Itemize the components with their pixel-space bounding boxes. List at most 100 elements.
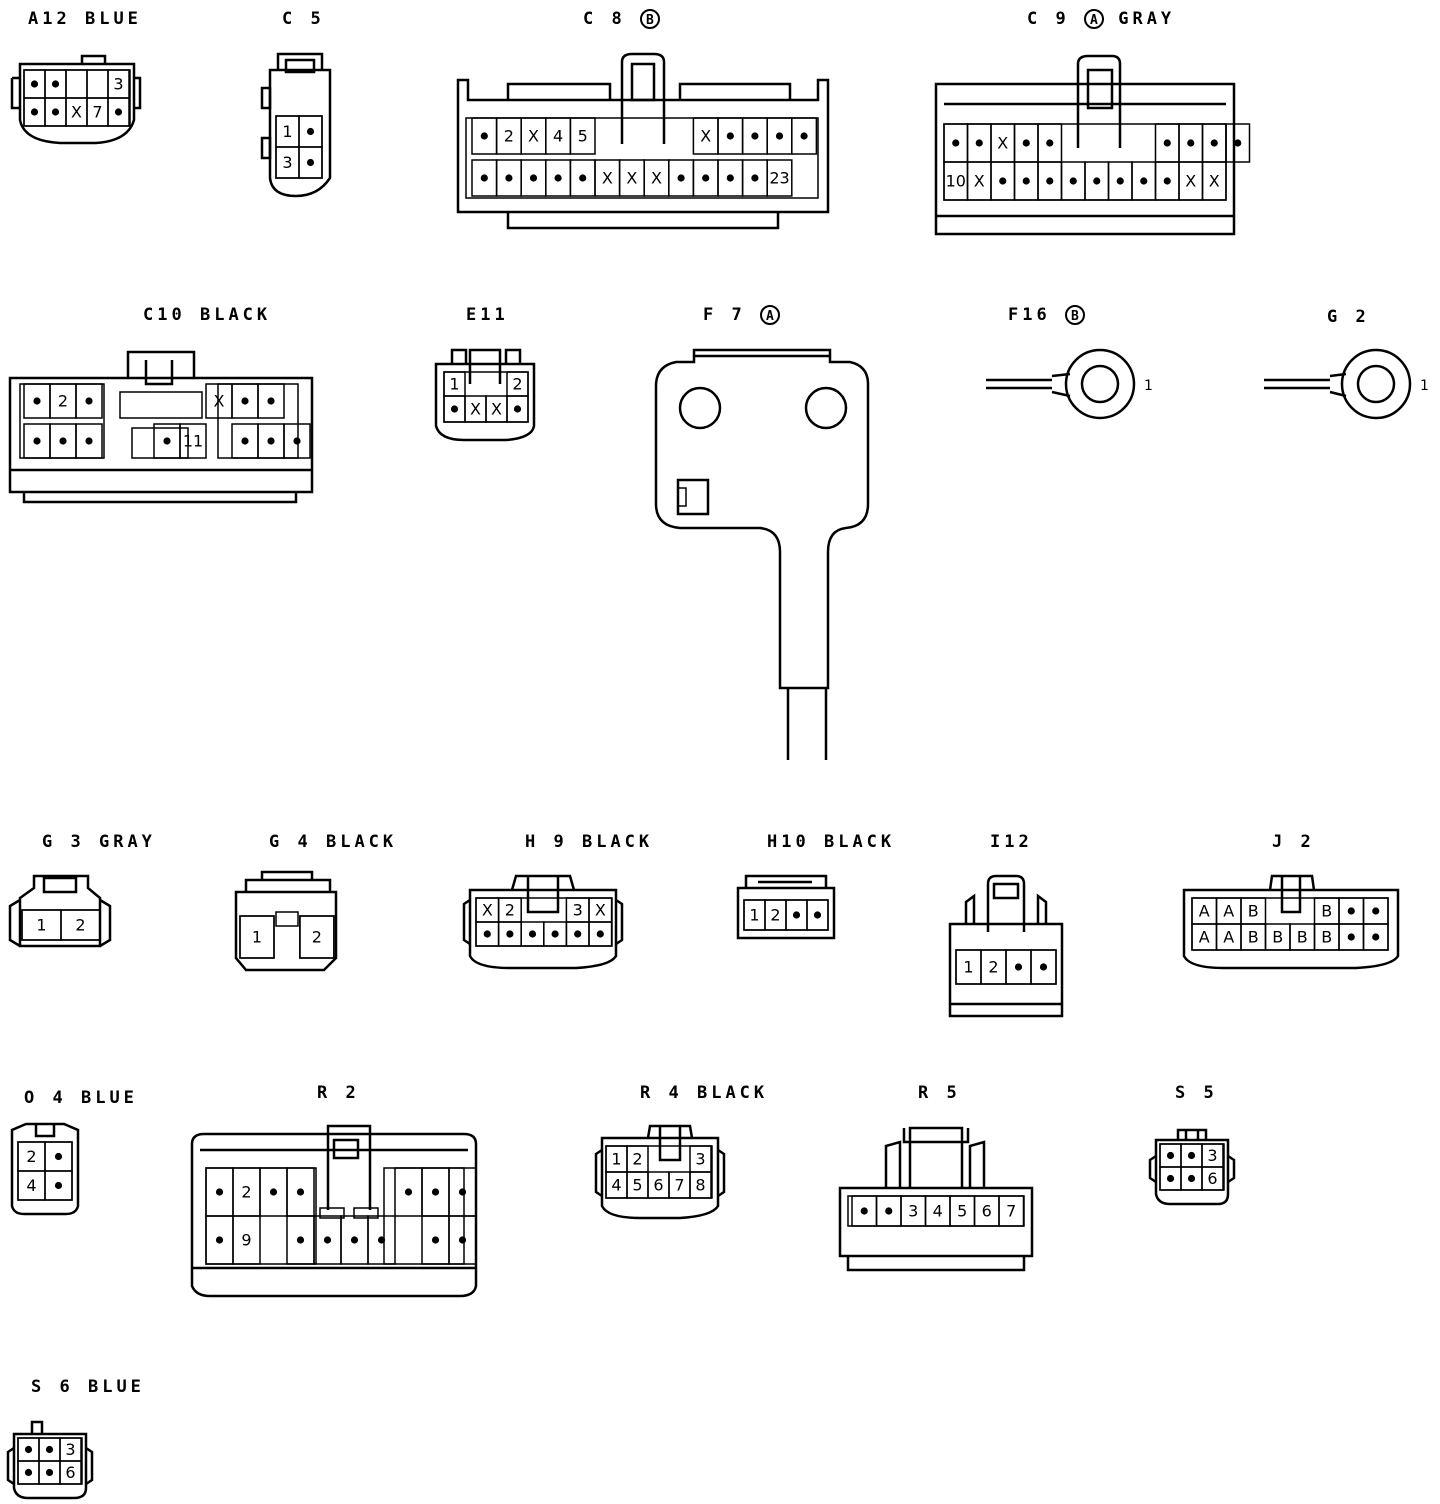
r2-pin-grid: 29 — [206, 1168, 476, 1264]
r4-latch — [648, 1126, 692, 1160]
g3-side-tabs — [10, 900, 110, 946]
connector-id: A12 — [28, 9, 71, 29]
connector-c5: 13 — [262, 54, 330, 196]
c8-pin-dot — [505, 174, 513, 182]
circled-letter: B — [1064, 305, 1085, 325]
label-i12: I12 — [990, 832, 1033, 852]
r2-pin-dot — [431, 1188, 440, 1196]
label-f7: F 7 A — [703, 305, 780, 325]
c8-pin-label: X — [700, 127, 711, 146]
a12-pin-cell — [66, 70, 87, 98]
c9-pin-dot — [1069, 177, 1077, 185]
c10-pin-label: X — [214, 392, 225, 411]
c9-latch-window — [1088, 70, 1112, 108]
a12-side-tabs — [12, 78, 140, 108]
c8-pin-dot — [529, 174, 538, 182]
h9-side-tabs — [464, 900, 622, 944]
c8-pin-label: 2 — [504, 127, 514, 146]
a12-pin-dot — [30, 80, 39, 88]
label-c9: C 9 A GRAY — [1027, 9, 1175, 29]
o4-housing — [12, 1124, 78, 1214]
r5-pin-dot — [885, 1207, 893, 1215]
i12-pin-dot — [1014, 963, 1023, 971]
i12-pin-label: 2 — [988, 958, 998, 977]
c5-pin-label: 1 — [282, 122, 292, 141]
r2-pin-dot — [269, 1188, 278, 1196]
f16-ring — [1066, 350, 1134, 418]
o4-pin-dot — [54, 1181, 63, 1190]
c8-pin-label: X — [528, 127, 539, 146]
r5-pin-label: 5 — [957, 1202, 967, 1221]
j2-pin-label: A — [1199, 928, 1210, 947]
label-s5: S 5 — [1175, 1083, 1218, 1103]
connector-id: R 4 — [640, 1083, 683, 1103]
c10-pin-cell — [258, 384, 284, 418]
j2-pin-label: A — [1223, 928, 1234, 947]
c10-pin-cell — [76, 384, 102, 418]
j2-pin-label: A — [1199, 902, 1210, 921]
connector-id: G 2 — [1327, 307, 1370, 327]
e11-pin-cell — [507, 396, 528, 422]
f7-terminal — [678, 480, 708, 514]
label-h10: H10 BLACK — [767, 832, 895, 852]
c10-pin-dot — [163, 437, 171, 445]
r2-pin-label: 2 — [241, 1183, 251, 1202]
j2-pin-dot — [1372, 933, 1380, 941]
s5-housing — [1156, 1140, 1228, 1204]
g4-pin-cell — [240, 916, 274, 958]
e11-pin-label: 1 — [449, 375, 459, 394]
c10-base — [10, 470, 312, 502]
c10-pin-dot — [85, 397, 93, 405]
c10-pin-dot — [241, 437, 249, 445]
c10-pin-cell — [180, 424, 206, 458]
c8-pin-label: 5 — [578, 127, 588, 146]
a12-pin-label: 7 — [92, 103, 102, 122]
j2-pin-label: B — [1297, 928, 1308, 947]
f7-mount-hole-left — [680, 388, 720, 428]
label-r5: R 5 — [918, 1083, 961, 1103]
i12-housing — [950, 924, 1062, 1016]
f7-terminal-notch — [678, 488, 686, 506]
r5-latch — [904, 1128, 968, 1188]
i12-pin-dot — [1039, 963, 1048, 971]
s6-pin-cell — [60, 1461, 81, 1484]
connector-color: BLUE — [87, 1377, 145, 1397]
g4-pin-label: 1 — [252, 928, 262, 947]
r4-pin-label: 6 — [653, 1176, 663, 1195]
connector-o4: 24 — [12, 1124, 78, 1214]
c8-pin-dot — [751, 174, 759, 182]
r5-pin-dot — [860, 1207, 868, 1215]
a12-latch — [82, 56, 105, 64]
o4-pin-label: 2 — [26, 1147, 36, 1166]
connector-f7 — [656, 350, 868, 760]
j2-pin-label: B — [1248, 902, 1259, 921]
f7-mount-hole-right — [806, 388, 846, 428]
s5-pin-dot — [1166, 1174, 1175, 1183]
connector-s6: 36 — [8, 1422, 92, 1498]
s5-pin-dot — [1166, 1151, 1175, 1160]
c10-pin-dot — [33, 437, 41, 445]
connector-color: BLACK — [325, 832, 398, 852]
s6-housing — [14, 1434, 86, 1498]
connector-g2: 1 — [1264, 350, 1429, 418]
h10-pin-cell — [807, 900, 828, 930]
h9-pin-cell — [589, 922, 612, 946]
s5-pin-label: 6 — [1207, 1169, 1217, 1188]
s5-pin-dot — [1187, 1151, 1196, 1160]
a12-pin-dot — [51, 108, 60, 116]
h10-pin-dot — [792, 911, 801, 919]
h10-pin-label: 1 — [749, 906, 759, 925]
a12-pin-dot — [114, 108, 123, 116]
h9-pin-label: 3 — [573, 901, 583, 920]
connector-id: S 5 — [1175, 1083, 1218, 1103]
connector-id: C 5 — [282, 9, 325, 29]
c9-pin-label: X — [997, 134, 1008, 153]
label-c10: C10 BLACK — [143, 305, 271, 325]
